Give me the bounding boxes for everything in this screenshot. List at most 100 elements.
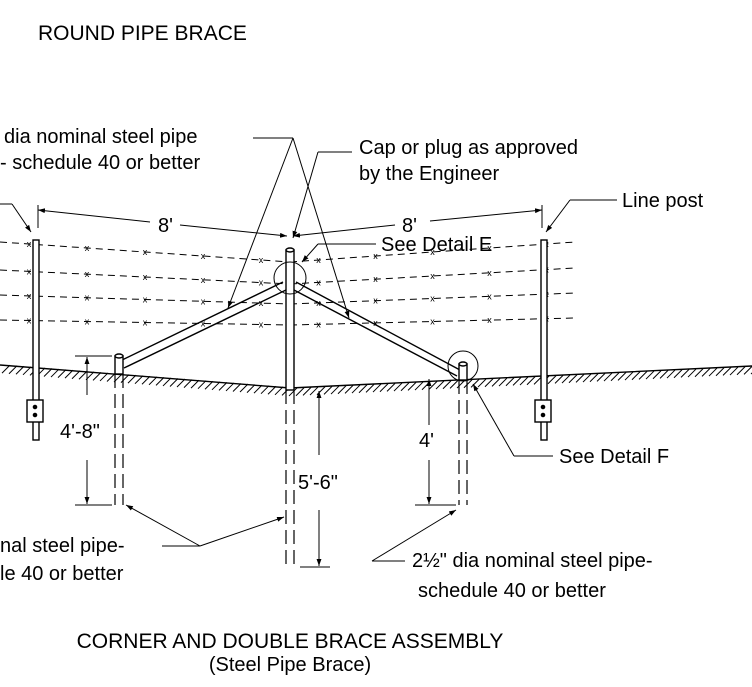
hatch-stroke [680, 369, 690, 378]
hatch-stroke [645, 370, 655, 380]
hatch-stroke [386, 383, 396, 392]
detail-e-circle [273, 261, 307, 295]
pipe-note-right-line2: schedule 40 or better [418, 580, 606, 602]
hatch-stroke [470, 379, 480, 388]
hatch-stroke [337, 385, 347, 395]
hatch-stroke [687, 368, 697, 378]
brace-post-left-buried [114, 374, 124, 505]
cap-note-line1: Cap or plug as approved [359, 137, 578, 159]
barb-mark: x [201, 251, 206, 261]
barb-mark: x [27, 239, 32, 249]
hatch-stroke [554, 375, 564, 384]
span-right-label: 8' [402, 215, 417, 237]
hatch-stroke [267, 385, 277, 395]
hatch-stroke [302, 387, 312, 396]
hatch-stroke [99, 372, 109, 382]
hatch-stroke [715, 367, 725, 377]
hatch-stroke [246, 384, 256, 393]
hatch-stroke [211, 381, 221, 391]
hatch-stroke [498, 377, 508, 387]
barb-mark: x [85, 293, 90, 303]
hatch-stroke [204, 380, 214, 390]
barb-mark: x [201, 319, 206, 329]
depth-left-label: 4'-8" [60, 421, 100, 443]
hatch-stroke [617, 372, 627, 381]
hatch-stroke [491, 378, 501, 387]
hatch-stroke [288, 387, 298, 397]
hatch-stroke [57, 369, 67, 378]
barb-mark: x [487, 291, 492, 301]
barb-mark: x [373, 274, 378, 284]
barb-mark: x [487, 243, 492, 253]
hatch-stroke [316, 386, 326, 396]
barb-mark: x [430, 247, 435, 257]
hatch-stroke [120, 374, 130, 383]
hatch-stroke [127, 374, 137, 384]
brace-struts [117, 281, 461, 377]
barb-mark: x [201, 275, 206, 285]
hatch-stroke [8, 365, 18, 375]
hatch-stroke [183, 379, 193, 388]
hatch-stroke [190, 379, 200, 389]
hatch-stroke [358, 384, 368, 394]
barb-mark: x [430, 271, 435, 281]
barb-mark: x [201, 296, 206, 306]
hatch-stroke [148, 376, 158, 386]
hatch-stroke [743, 366, 752, 375]
hatch-stroke [512, 377, 522, 386]
barb-mark: x [143, 295, 148, 305]
barb-mark: x [430, 294, 435, 304]
pipe-note-top-line2: - schedule 40 or better [0, 152, 200, 174]
barb-mark: x [259, 278, 264, 288]
hatch-stroke [477, 378, 487, 388]
hatch-stroke [694, 368, 704, 378]
hatch-stroke [169, 378, 179, 387]
brace-post-right-buried [458, 380, 468, 505]
hatch-stroke [547, 375, 557, 385]
hatch-stroke [253, 384, 263, 394]
pipe-note-left-line1: nal steel pipe- [0, 535, 125, 557]
ground-surface [0, 364, 752, 389]
barb-mark: x [430, 317, 435, 327]
hatch-stroke [666, 369, 676, 379]
barb-mark: x [143, 272, 148, 282]
hatch-stroke [239, 383, 249, 393]
hatch-stroke [624, 371, 634, 381]
hatch-stroke [638, 371, 648, 380]
hatch-stroke [1, 364, 11, 374]
hatch-stroke [155, 377, 165, 386]
hatch-stroke [575, 374, 585, 383]
hatch-stroke [631, 371, 641, 381]
hatch-stroke [50, 368, 60, 378]
hatch-stroke [449, 380, 459, 389]
barb-mark: x [27, 316, 32, 326]
line-post-left [26, 239, 44, 441]
corner-post-buried [285, 390, 295, 567]
depth-right-dimension [415, 379, 456, 506]
barb-mark: x [259, 255, 264, 265]
pipe-note-left-line2: le 40 or better [0, 563, 124, 585]
hatch-stroke [197, 380, 207, 390]
barb-mark: x [85, 317, 90, 327]
hatch-stroke [561, 374, 571, 384]
barb-mark: x [27, 291, 32, 301]
hatch-stroke [736, 366, 746, 376]
barb-mark: x [316, 319, 321, 329]
hatch-stroke [519, 376, 529, 386]
barb-mark: x [85, 243, 90, 253]
hatch-stroke [722, 367, 732, 376]
line-post-right [534, 239, 552, 441]
hatch-stroke [414, 381, 424, 391]
drawing-heading: ROUND PIPE BRACE [38, 22, 247, 45]
hatch-stroke [43, 368, 53, 377]
barb-mark: x [85, 269, 90, 279]
hatch-stroke [484, 378, 494, 388]
depth-center-label: 5'-6" [298, 472, 338, 494]
leader-lines [0, 137, 617, 562]
hatch-stroke [372, 383, 382, 393]
hatch-stroke [582, 373, 592, 383]
detail-e-label: See Detail E [381, 234, 492, 256]
hatch-stroke [407, 382, 417, 391]
